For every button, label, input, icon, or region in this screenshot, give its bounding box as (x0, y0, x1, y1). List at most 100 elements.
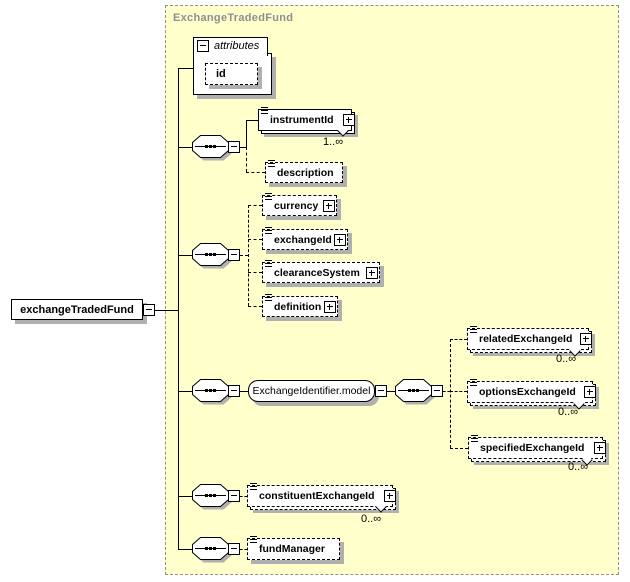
attribute-id[interactable]: id (205, 63, 258, 85)
sequence-indicator (192, 243, 232, 269)
connector (248, 205, 262, 206)
connector (450, 448, 468, 449)
sequence-indicator (395, 379, 435, 405)
connector (155, 310, 178, 311)
connector (450, 339, 467, 340)
model-group-ExchangeIdentifier[interactable]: ExchangeIdentifier.model (248, 380, 375, 402)
content-model-icon (265, 260, 272, 267)
content-model-icon (471, 435, 478, 442)
collapse-icon[interactable] (228, 249, 240, 261)
collapse-icon[interactable] (197, 40, 209, 52)
element-label: instrumentId (270, 114, 334, 126)
attributes-header: attributes (193, 37, 268, 56)
element-label: currency (274, 199, 319, 212)
connector (443, 391, 450, 392)
expand-icon[interactable] (334, 233, 346, 246)
connector (178, 549, 192, 550)
element-currency[interactable]: currency (262, 193, 337, 216)
element-clearanceSystem[interactable]: clearanceSystem (262, 260, 380, 283)
connector (178, 255, 192, 256)
element-constituentExchangeId[interactable]: constituentExchangeId (247, 483, 396, 510)
element-description[interactable]: description (265, 160, 343, 183)
connector (387, 391, 395, 392)
element-specifiedExchangeId[interactable]: specifiedExchangeId (468, 435, 606, 462)
element-label: exchangeId (274, 233, 332, 246)
connector (248, 272, 262, 273)
connector (240, 147, 246, 148)
content-model-icon (470, 326, 477, 333)
expand-icon[interactable] (323, 199, 335, 212)
occurrence-label: 0..∞ (556, 353, 577, 365)
element-definition[interactable]: definition (262, 294, 338, 317)
element-label: exchangeTradedFund (20, 303, 134, 316)
content-model-icon (250, 483, 257, 490)
content-model-icon (261, 107, 268, 114)
expand-icon[interactable] (594, 442, 606, 454)
connector (450, 391, 467, 392)
element-relatedExchangeId[interactable]: relatedExchangeId (467, 326, 592, 353)
element-label: description (277, 166, 334, 179)
element-exchangeTradedFund[interactable]: exchangeTradedFund (11, 299, 143, 320)
connector (248, 205, 249, 306)
connector (178, 147, 192, 148)
connector (450, 339, 451, 448)
collapse-icon[interactable] (228, 490, 240, 502)
content-model-icon (470, 379, 477, 386)
element-exchangeId[interactable]: exchangeId (262, 227, 348, 250)
connector (178, 68, 193, 69)
complextype-container: ExchangeTradedFund (165, 5, 619, 575)
element-label: specifiedExchangeId (480, 442, 585, 454)
occurrence-label: 0..∞ (558, 406, 579, 418)
sequence-indicator (192, 484, 232, 510)
content-model-icon (265, 227, 272, 234)
expand-icon[interactable] (384, 490, 396, 502)
element-label: optionsExchangeId (479, 386, 576, 398)
connector (178, 496, 192, 497)
connector (240, 496, 247, 497)
connector (246, 120, 258, 147)
connector (240, 255, 248, 256)
connector (240, 391, 248, 392)
element-instrumentId[interactable]: instrumentId (258, 107, 355, 134)
collapse-icon[interactable] (228, 543, 240, 555)
content-model-icon (265, 193, 272, 200)
element-label: definition (274, 300, 322, 313)
content-model-icon (268, 160, 275, 167)
connector (248, 306, 262, 307)
element-label: constituentExchangeId (259, 490, 375, 502)
collapse-icon[interactable] (228, 385, 240, 397)
sequence-indicator (192, 537, 232, 563)
collapse-icon[interactable] (228, 141, 240, 153)
sequence-indicator (192, 135, 232, 161)
content-model-icon (265, 294, 272, 301)
model-group-label: ExchangeIdentifier.model (252, 385, 371, 397)
connector (248, 239, 262, 240)
collapse-icon[interactable] (143, 304, 155, 316)
collapse-icon[interactable] (431, 385, 443, 397)
expand-icon[interactable] (343, 114, 355, 126)
connector (178, 391, 192, 392)
collapse-icon[interactable] (375, 385, 387, 397)
expand-icon[interactable] (366, 266, 378, 279)
attribute-label: id (216, 68, 226, 80)
expand-icon[interactable] (580, 333, 592, 345)
expand-icon[interactable] (324, 300, 336, 313)
element-label: fundManager (259, 543, 325, 555)
connector (246, 147, 247, 172)
connector (240, 549, 247, 550)
expand-icon[interactable] (584, 386, 596, 398)
element-optionsExchangeId[interactable]: optionsExchangeId (467, 379, 596, 406)
element-label: clearanceSystem (274, 266, 360, 279)
connector-trunk (178, 68, 179, 549)
occurrence-label: 0..∞ (361, 513, 382, 525)
element-label: relatedExchangeId (479, 333, 573, 345)
connector (246, 172, 265, 173)
occurrence-label: 1..∞ (323, 136, 344, 148)
occurrence-label: 0..∞ (568, 461, 589, 473)
content-model-icon (250, 536, 257, 543)
element-fundManager[interactable]: fundManager (247, 536, 340, 560)
complextype-title: ExchangeTradedFund (173, 12, 294, 24)
